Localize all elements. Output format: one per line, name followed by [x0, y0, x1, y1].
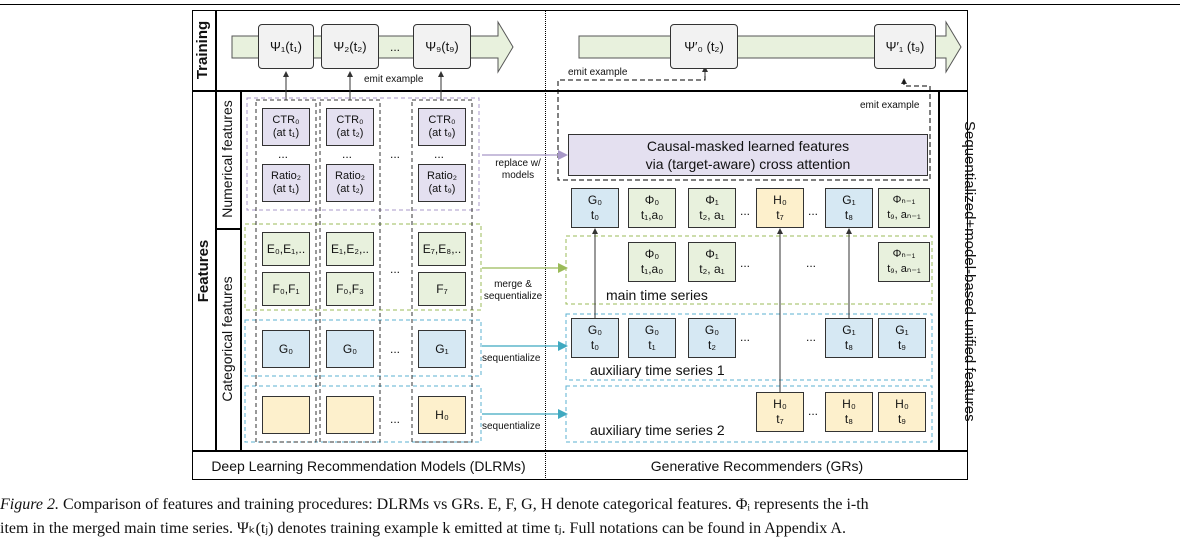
- top-dots-2: ...: [808, 204, 819, 218]
- main-dots-2: ...: [806, 256, 817, 270]
- g-box-9: G₁: [418, 330, 466, 368]
- top-dots-1: ...: [740, 204, 751, 218]
- emit-example-left: emit example: [362, 74, 426, 85]
- divider-footer: [192, 450, 968, 452]
- training-ellipsis: ...: [390, 40, 401, 54]
- replace-label: replace w/models: [495, 158, 541, 181]
- sequentialize-1-label: sequentialize: [482, 353, 541, 364]
- merge-label: merge &sequentialize: [483, 279, 543, 302]
- num-vdots-9: ...: [434, 147, 445, 161]
- ratio-t1: Ratio₂(at t₁): [262, 164, 310, 202]
- divider-subfeatures-label: [240, 90, 242, 450]
- ctr-t9: CTR₀(at t₉): [418, 108, 466, 146]
- emit-example-right-top: emit example: [568, 67, 628, 78]
- aux1-dots-1: ...: [740, 330, 751, 344]
- main-dots-1: ...: [740, 256, 751, 270]
- divider-num-cat: [215, 228, 241, 230]
- divider-features-label: [215, 90, 217, 450]
- psi1-box: Ψ₁(t₁): [258, 24, 314, 69]
- e-box-2: E₁,E₂,..: [326, 232, 374, 266]
- ctr-t1: CTR₀(at t₁): [262, 108, 310, 146]
- sequentialize-2-label: sequentialize: [482, 421, 541, 432]
- e-box-9: E₇,E₈,..: [418, 232, 466, 266]
- psi9-box: Ψ₉(t₉): [413, 24, 471, 69]
- figure-frame: [192, 10, 968, 480]
- aux-time-series-1-label: auxiliary time series 1: [590, 362, 725, 378]
- g-hdots: ...: [390, 342, 401, 356]
- e-box-1: E₀,E₁,..: [262, 232, 310, 266]
- emit-dashed-region: [557, 76, 931, 181]
- main-time-series-label: main time series: [606, 287, 708, 303]
- psi2-box: Ψ₂(t₂): [321, 24, 379, 69]
- f-box-9: F₇: [418, 272, 466, 306]
- ctr-t2: CTR₀(at t₂): [326, 108, 374, 146]
- num-hdots: ...: [390, 147, 401, 161]
- top-rule: [0, 4, 1180, 5]
- g-box-1: G₀: [262, 330, 310, 368]
- psi0-prime-box: Ψ′₀ (t₂): [670, 24, 738, 69]
- num-vdots-2: ...: [342, 147, 353, 161]
- h-hdots: ...: [390, 412, 401, 426]
- divider-right-label: [938, 90, 940, 450]
- g-box-2: G₀: [326, 330, 374, 368]
- f-box-1: F₀,F₁: [262, 272, 310, 306]
- ef-hdots: ...: [390, 262, 401, 276]
- divider-training-label: [215, 10, 217, 90]
- ratio-t9: Ratio₂(at t₉): [418, 164, 466, 202]
- transform-arrows: [482, 150, 568, 419]
- aux1-dots-2: ...: [806, 330, 817, 344]
- center-divider: [545, 10, 546, 480]
- h-box-2: [326, 396, 374, 434]
- aux2-dots: ...: [808, 404, 819, 418]
- training-arrow-right: [578, 20, 962, 74]
- figure-caption-line1: Figure 2. Comparison of features and tra…: [0, 496, 869, 513]
- divider-training: [192, 90, 968, 92]
- f-box-2: F₀,F₃: [326, 272, 374, 306]
- emit-example-right-mid: emit example: [860, 100, 920, 111]
- h-box-1: [262, 396, 310, 434]
- aux-time-series-2-label: auxiliary time series 2: [590, 422, 725, 438]
- figure-caption-line2: item in the merged main time series. Ψₖ(…: [0, 520, 846, 537]
- ratio-t2: Ratio₂(at t₂): [326, 164, 374, 202]
- psi1-prime-box: Ψ′₁ (t₉): [874, 24, 936, 69]
- dlrm-footer: Deep Learning Recommendation Models (DLR…: [211, 458, 526, 474]
- h-box-9: H₀: [418, 396, 466, 434]
- num-vdots-1: ...: [278, 147, 289, 161]
- gr-dashed-groups: [565, 228, 933, 443]
- gr-footer: Generative Recommenders (GRs): [650, 458, 864, 474]
- left-dashed-groups: [244, 97, 482, 443]
